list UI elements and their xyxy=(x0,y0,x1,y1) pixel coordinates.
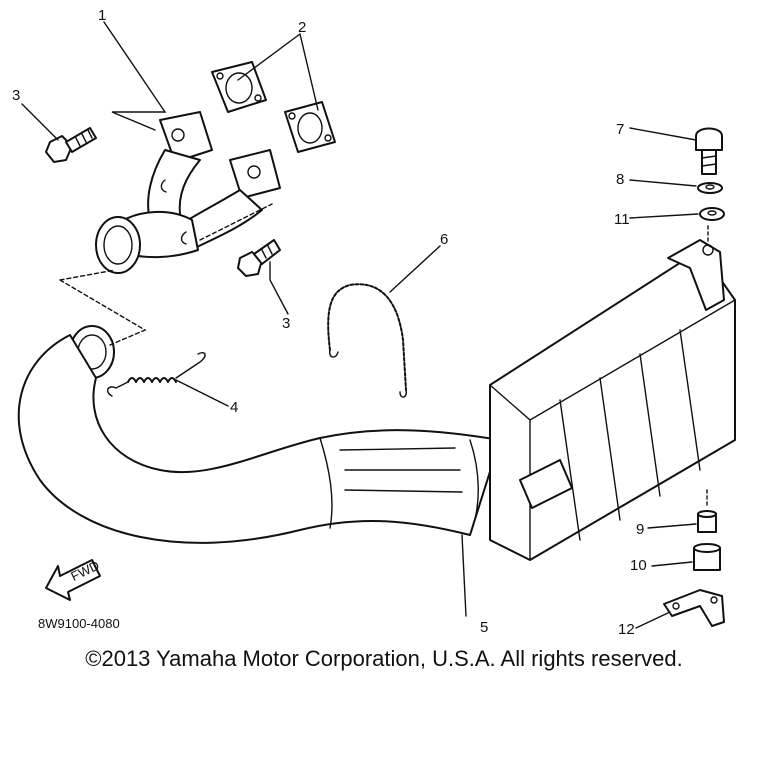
callout-4: 4 xyxy=(230,399,238,416)
callout-1: 1 xyxy=(98,7,106,24)
callout-12: 12 xyxy=(618,621,635,638)
bolt-upper-left xyxy=(45,127,97,163)
forward-arrow-icon: FWD xyxy=(45,558,102,601)
collar-9 xyxy=(697,510,717,533)
bolt-lower xyxy=(237,239,281,277)
gasket-lower xyxy=(284,101,336,153)
callout-9: 9 xyxy=(636,521,644,538)
bracket-12 xyxy=(663,589,725,627)
callout-10: 10 xyxy=(630,557,647,574)
callout-7: 7 xyxy=(616,121,624,138)
leader-lines xyxy=(21,21,709,629)
callout-8: 8 xyxy=(616,171,624,188)
grommet-10 xyxy=(693,543,721,571)
part-code: 8W9100-4080 xyxy=(38,616,120,631)
copyright-notice: ©2013 Yamaha Motor Corporation, U.S.A. A… xyxy=(85,646,683,671)
gasket-upper xyxy=(211,61,267,113)
exhaust-pipe-muffler xyxy=(17,239,736,561)
spring-long xyxy=(327,283,408,398)
washer-11 xyxy=(699,207,725,221)
callout-2: 2 xyxy=(298,19,306,36)
callout-11: 11 xyxy=(614,211,630,228)
diagram-canvas: 1 2 3 3 4 5 6 7 8 9 10 11 12 FWD 8W9100-… xyxy=(12,7,736,638)
callout-6: 6 xyxy=(440,231,448,248)
spring-short xyxy=(106,352,206,397)
callout-5: 5 xyxy=(480,619,488,636)
exhaust-manifold xyxy=(95,111,281,274)
callout-3-upper: 3 xyxy=(12,87,20,104)
washer-8 xyxy=(697,182,723,194)
exhaust-parts-diagram: 1 2 3 3 4 5 6 7 8 9 10 11 12 FWD 8W9100-… xyxy=(12,7,736,638)
bolt-7 xyxy=(695,127,723,175)
callout-3-lower: 3 xyxy=(282,315,290,332)
